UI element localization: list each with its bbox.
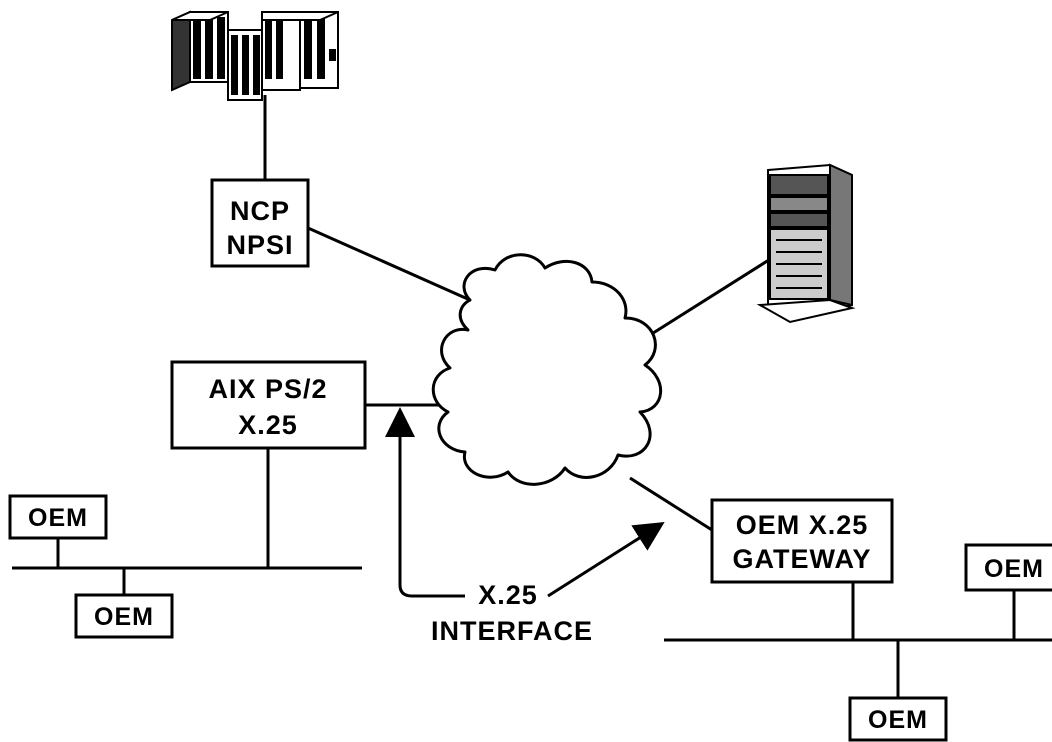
arrow-to-gateway-link: [547, 521, 665, 598]
cloud-to-server-line: [649, 256, 773, 337]
arrow-to-aix-link: [385, 407, 465, 598]
oem-left-bottom-node: OEM: [74, 593, 174, 639]
aix-ps2-label: AIX PS/2: [208, 374, 327, 404]
oem-right-top-node: OEM: [964, 543, 1052, 592]
network-cloud-icon: [431, 253, 662, 486]
ncp-npsi-node: NCP NPSI: [210, 178, 310, 268]
oem-left-top-label: OEM: [28, 504, 88, 532]
oem-gateway-node: OEM X.25 GATEWAY: [710, 498, 894, 584]
oem-left-bottom-label: OEM: [94, 603, 154, 631]
annotation-x25-label: X.25: [478, 580, 538, 610]
oem-right-top-box: [964, 543, 1052, 592]
aix-ps2-node: AIX PS/2 X.25: [170, 360, 367, 450]
oem-left-top-box: [8, 494, 108, 540]
cloud-to-gateway-line: [629, 476, 713, 532]
ncp-npsi-box: [210, 178, 310, 268]
oem-left-top-node: OEM: [8, 494, 108, 540]
x25-interface-annotation: X.25 INTERFACE: [431, 580, 593, 646]
aix-x25-label: X.25: [238, 410, 298, 440]
interface-arrows: [385, 407, 665, 598]
server-tower-icon: [756, 163, 856, 324]
annotation-interface-label: INTERFACE: [431, 616, 593, 646]
aix-ps2-box: [170, 360, 367, 450]
oem-x25-label: OEM X.25: [736, 510, 869, 540]
connection-lines: [12, 95, 1052, 698]
ncp-label: NCP: [230, 196, 290, 226]
oem-left-bottom-box: [74, 593, 174, 639]
oem-right-bottom-node: OEM: [848, 696, 948, 742]
ncp-to-cloud-line: [307, 226, 471, 302]
npsi-label: NPSI: [226, 230, 293, 260]
oem-right-bottom-label: OEM: [868, 706, 928, 734]
mainframe-icon: [171, 10, 339, 101]
oem-right-bottom-box: [848, 696, 948, 742]
gateway-label: GATEWAY: [732, 544, 871, 574]
oem-right-top-label: OEM: [984, 555, 1044, 583]
oem-gateway-box: [710, 498, 894, 584]
